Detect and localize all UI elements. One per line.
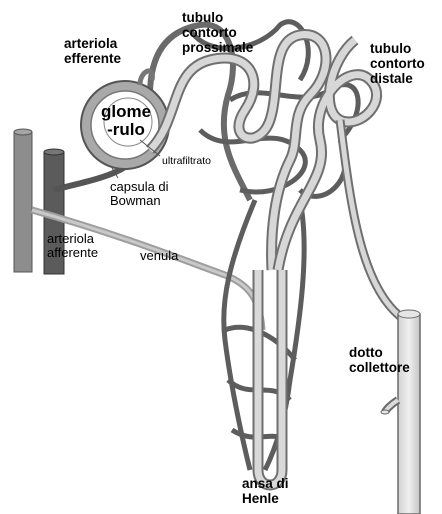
- label-arteriola-afferente: arteriola afferente: [47, 232, 98, 261]
- label-tubulo-prossimale: tubulo contorto prossimale: [182, 11, 253, 56]
- label-arteriola-efferente: arteriola efferente: [64, 37, 121, 67]
- label-venula: venula: [140, 249, 178, 263]
- label-ultrafiltrato: ultrafiltrato: [162, 156, 211, 168]
- label-dotto-collettore: dotto collettore: [349, 346, 410, 376]
- label-ansa-henle: ansa di Henle: [242, 477, 289, 507]
- label-capsula-bowman: capsula di Bowman: [110, 180, 169, 209]
- venula-vessel: [32, 210, 262, 330]
- collecting-duct-shape: [381, 310, 420, 514]
- label-glomerulo: glome -rulo: [101, 103, 151, 139]
- label-tubulo-distale: tubulo contorto distale: [370, 42, 425, 87]
